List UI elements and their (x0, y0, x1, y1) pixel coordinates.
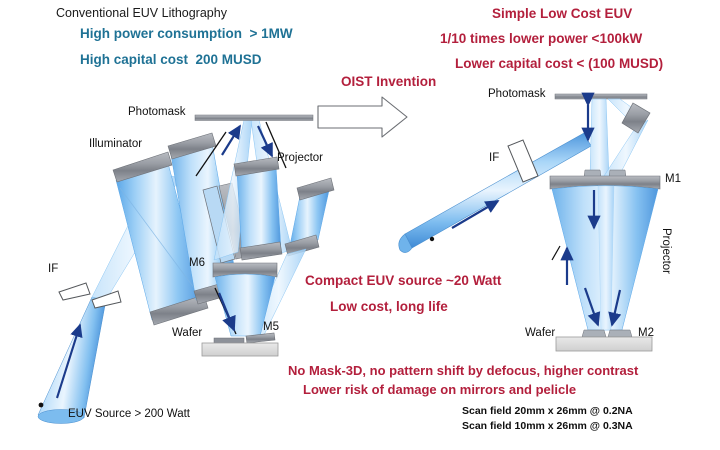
left-bullet-power: High power consumption > 1MW (80, 26, 293, 41)
bottom-claim-2: Lower risk of damage on mirrors and peli… (303, 382, 577, 397)
left-label-projector: Projector (277, 152, 324, 164)
source-beam-direction-arrow (55, 323, 83, 399)
left-photomask (194, 114, 314, 121)
left-projector-outer-mirror (284, 177, 335, 257)
left-projector-column (233, 156, 283, 261)
left-wafer-arrow (217, 292, 236, 332)
right-ray-line (551, 245, 561, 261)
right-label-m2: M2 (638, 327, 654, 339)
scan-field-2: Scan field 10mm x 26mm @ 0.3NA (462, 420, 633, 432)
left-euv-source-cone (37, 296, 107, 424)
left-mask-up-ray (195, 131, 227, 177)
right-heading-1: Simple Low Cost EUV (492, 6, 633, 21)
right-label-wafer: Wafer (525, 327, 556, 339)
right-optical-system (398, 92, 661, 352)
left-label-photomask: Photomask (128, 106, 186, 118)
left-incident-arrow (221, 124, 241, 156)
left-wafer-stage (201, 337, 279, 357)
left-label-m6: M6 (189, 257, 205, 269)
right-label-photomask: Photomask (488, 88, 546, 100)
left-label-if: IF (48, 263, 59, 275)
right-label-projector: Projector (660, 228, 672, 275)
oist-invention-label: OIST Invention (341, 74, 437, 89)
right-m1-pads (583, 169, 627, 178)
bottom-claim-1: No Mask-3D, no pattern shift by defocus,… (288, 363, 639, 378)
left-label-source: EUV Source > 200 Watt (68, 408, 190, 420)
left-label-illuminator: Illuminator (89, 138, 143, 150)
right-down-arrow-2 (583, 287, 601, 327)
oist-invention-arrow (317, 96, 408, 138)
left-m5-mirror (245, 332, 276, 344)
scan-field-1: Scan field 20mm x 26mm @ 0.2NA (462, 405, 633, 417)
right-heading-3: Lower capital cost < (100 MUSD) (455, 56, 664, 71)
right-photomask (554, 93, 648, 100)
right-fold-beam-lower (603, 119, 649, 177)
left-panel-heading: Conventional EUV Lithography (56, 6, 227, 20)
left-mask-down-ray (265, 121, 287, 169)
left-illuminator-mirror-1 (112, 151, 209, 326)
center-claim-2: Low cost, long life (330, 299, 448, 314)
right-down-arrow-3 (608, 289, 622, 327)
left-bullet-cost: High capital cost 200 MUSD (80, 52, 262, 67)
left-reflected-arrow (257, 125, 273, 158)
center-claim-1: Compact EUV source ~20 Watt (305, 273, 502, 288)
right-fold-mirror (621, 102, 651, 134)
left-optical-system (37, 114, 335, 424)
right-projector-inner-beam (597, 185, 615, 331)
right-if-aperture (507, 139, 539, 183)
right-mask-vertical-beam (589, 98, 610, 177)
right-label-m1: M1 (665, 173, 681, 185)
left-if-aperture (58, 282, 122, 309)
left-label-wafer: Wafer (172, 327, 203, 339)
right-wafer-stage (555, 336, 653, 352)
right-source-direction-arrow (451, 200, 500, 229)
right-label-if: IF (489, 152, 500, 164)
right-heading-2: 1/10 times lower power <100kW (440, 31, 643, 46)
left-label-m5: M5 (263, 321, 279, 333)
right-m2-mirror (581, 329, 633, 338)
